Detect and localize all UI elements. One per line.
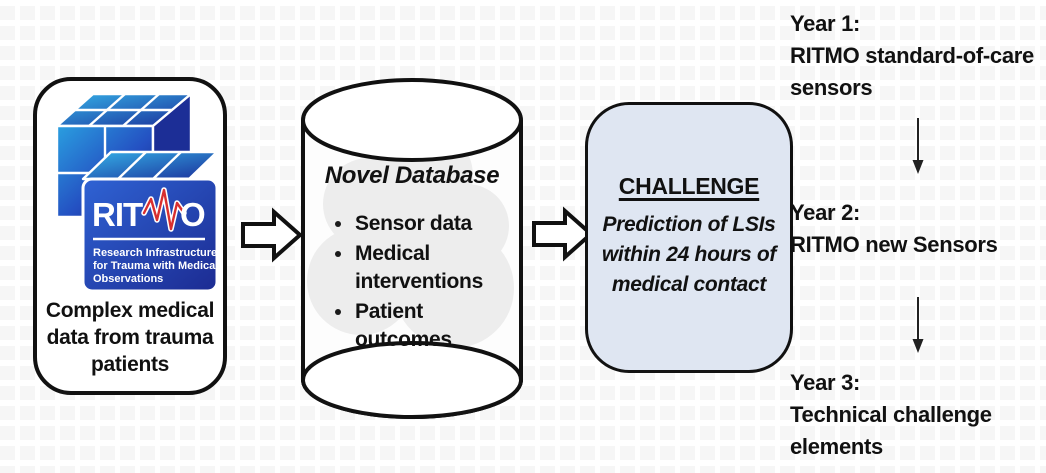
caption-line: patients: [90, 353, 170, 376]
caption-line: Complex medical: [45, 299, 215, 322]
database-item-list: Sensor data Medical interventions Patien…: [329, 210, 509, 356]
logo-front-cube: [81, 150, 219, 293]
logo-tagline-line: Observations: [93, 273, 163, 285]
database-item: Medical interventions: [329, 240, 509, 296]
timeline-detail-line: elements: [790, 434, 883, 459]
caption-line: data from trauma: [46, 326, 214, 349]
timeline-year-2: Year 2: RITMO new Sensors: [790, 197, 1046, 261]
timeline-year-label: Year 1:: [790, 11, 861, 36]
challenge-description-line: medical contact: [611, 273, 767, 296]
ritmo-logo: RIT O Research Infrastructure for Trauma…: [55, 92, 219, 293]
arrow-down-icon: [912, 118, 924, 174]
database-item: Sensor data: [329, 210, 509, 238]
logo-tagline-line: Research Infrastructure: [93, 247, 217, 259]
novel-database: Novel Database Sensor data Medical inter…: [299, 76, 525, 420]
timeline-year-label: Year 3:: [790, 370, 861, 395]
timeline-detail-line: RITMO new Sensors: [790, 232, 998, 257]
timeline-year-3: Year 3: Technical challenge elements: [790, 367, 1046, 463]
arrow-down-icon: [912, 297, 924, 353]
challenge-title: CHALLENGE: [618, 173, 760, 199]
database-title: Novel Database: [324, 162, 500, 189]
challenge-description-line: Prediction of LSIs: [602, 213, 776, 236]
block-arrow-right-icon: [532, 206, 595, 262]
logo-brand-suffix: O: [180, 196, 206, 233]
block-arrow-right-icon: [241, 207, 304, 263]
challenge-box: CHALLENGE Prediction of LSIs within 24 h…: [585, 102, 793, 373]
source-box-caption: Complex medical data from trauma patient…: [37, 297, 223, 378]
challenge-description-line: within 24 hours of: [601, 243, 777, 266]
logo-brand-prefix: RIT: [92, 196, 143, 233]
source-data-box: RIT O Research Infrastructure for Trauma…: [33, 77, 227, 395]
cloud-shape: [307, 124, 514, 348]
timeline-detail-line: sensors: [790, 75, 873, 100]
timeline-detail-line: RITMO standard-of-care: [790, 43, 1034, 68]
logo-tagline-line: for Trauma with Medical: [93, 260, 218, 272]
ecg-wave-icon: [141, 187, 187, 232]
database-item: Patient outcomes: [329, 298, 509, 354]
timeline-year-1: Year 1: RITMO standard-of-care sensors: [790, 8, 1046, 104]
year-timeline: Year 1: RITMO standard-of-care sensors Y…: [790, 0, 1046, 473]
timeline-detail-line: Technical challenge: [790, 402, 992, 427]
timeline-year-label: Year 2:: [790, 200, 861, 225]
database-cylinder-icon: [301, 78, 523, 419]
challenge-description: Prediction of LSIs within 24 hours of me…: [588, 210, 790, 300]
